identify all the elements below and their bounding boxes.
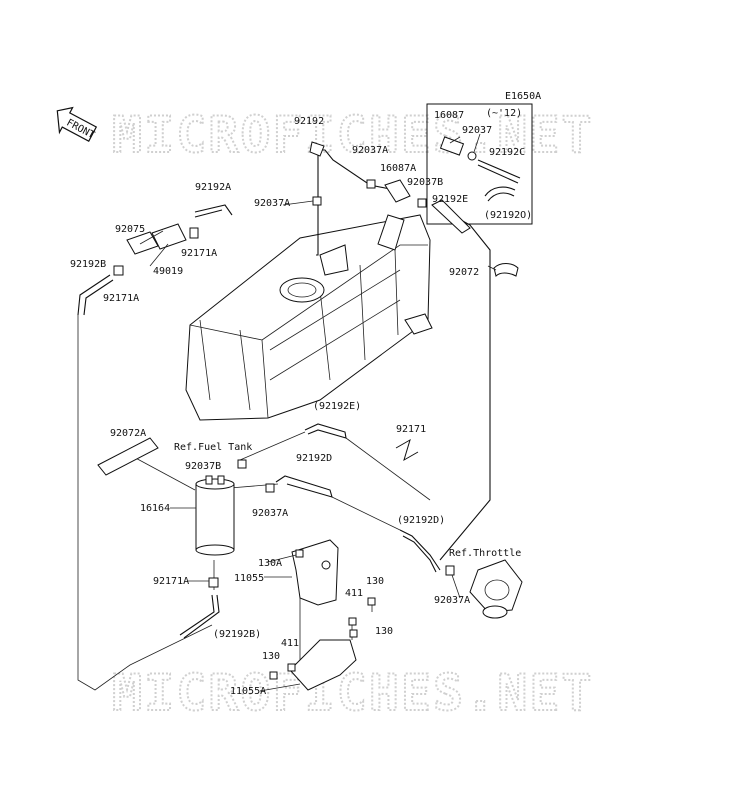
hose-92192b-upper <box>77 274 114 316</box>
clamp-92171a-low-icon <box>208 577 219 588</box>
label-130-b: 130 <box>375 626 393 637</box>
hose-92192e-right <box>435 205 491 561</box>
filter-49019-icon <box>151 223 187 250</box>
line-92192e-throttle <box>345 437 431 501</box>
inset-hose-92192o <box>484 186 516 202</box>
tank-mount-bracket <box>404 313 433 335</box>
bolt-130a-icon <box>321 560 331 570</box>
label-11055: 11055 <box>234 573 264 584</box>
label-92037a-right: 92037A <box>434 595 470 606</box>
label-ref-fuel-tank: Ref.Fuel Tank <box>174 442 252 453</box>
clamp-92037a-top-icon <box>366 179 376 189</box>
hose-92192b-long-line <box>77 315 213 691</box>
label-92192a: 92192A <box>195 182 231 193</box>
label-92192c: 92192C <box>489 147 525 158</box>
canister-16164 <box>195 475 235 556</box>
label-92192b-paren: (92192B) <box>213 629 261 640</box>
line-92192d-run <box>331 496 401 531</box>
label-92037a-mid: 92037A <box>252 508 288 519</box>
label-92037a-top: 92037A <box>352 145 388 156</box>
hose-92192d <box>275 475 333 498</box>
front-arrow-icon: FRONT <box>56 106 98 142</box>
clamp-92171a-left-icon <box>113 265 124 276</box>
clamp-92037a-left-icon <box>312 196 322 206</box>
hose-92192b-lower <box>179 594 220 639</box>
label-92192d-paren: (92192D) <box>397 515 445 526</box>
label-92192: 92192 <box>294 116 324 127</box>
part-labels: 92192 92037A 16087A 92037B 92192E 16087 … <box>70 110 525 697</box>
inset-hose-92192c <box>477 159 521 184</box>
strap-92072a-icon <box>97 437 159 476</box>
valve-16087a-icon <box>384 179 411 203</box>
brackets <box>269 539 376 691</box>
label-16164: 16164 <box>140 503 170 514</box>
hose-92192e-top-icon <box>431 199 471 234</box>
clamp-92072-icon <box>493 263 519 277</box>
clamp-92037a-mid-icon <box>265 483 275 493</box>
bolt-130-a-icon <box>367 597 376 606</box>
label-92192e-top: 92192E <box>432 194 468 205</box>
label-11055a: 11055A <box>230 686 266 697</box>
inset-box: (~'12) (92192O) <box>426 103 533 225</box>
fuel-tank <box>185 214 433 421</box>
label-92037b-top: 92037B <box>407 177 443 188</box>
label-16087: 16087 <box>434 110 464 121</box>
leader-lines <box>139 133 497 692</box>
small-parts <box>97 141 519 588</box>
label-92037b-mid: 92037B <box>185 461 221 472</box>
line-92037b <box>239 431 306 461</box>
label-92192d: 92192D <box>296 453 332 464</box>
bolt-130-b-icon <box>349 629 358 638</box>
hose-92192e-mid <box>304 423 347 439</box>
nut-411-b-icon <box>287 663 296 672</box>
label-92075: 92075 <box>115 224 145 235</box>
clamp-92171a-mid-icon <box>189 227 199 239</box>
clamp-92037b-mid-icon <box>237 459 247 469</box>
inset-note: (~'12) <box>486 108 522 119</box>
hose-92192d-lower <box>399 529 441 573</box>
inset-clamp-icon <box>467 151 477 161</box>
label-92171: 92171 <box>396 424 426 435</box>
label-16087a: 16087A <box>380 163 416 174</box>
bolt-130a-head-icon <box>295 549 304 558</box>
label-92037a-left: 92037A <box>254 198 290 209</box>
label-92171a-mid: 92171A <box>181 248 217 259</box>
throttle-body <box>469 559 523 619</box>
label-92072a: 92072A <box>110 428 146 439</box>
watermark-bottom: MICROFICHES.NET <box>112 664 594 722</box>
diagram-code: E1650A <box>505 91 541 102</box>
label-411-b: 411 <box>281 638 299 649</box>
bracket-11055a <box>289 639 357 691</box>
nut-411-a-icon <box>348 617 357 626</box>
spring-92171-icon <box>395 438 419 462</box>
tank-top-fitting <box>319 244 349 276</box>
label-92171a-low: 92171A <box>153 576 189 587</box>
label-130a: 130A <box>258 558 282 569</box>
label-130-a: 130 <box>366 576 384 587</box>
label-92192e-paren: (92192E) <box>313 401 361 412</box>
label-130-c: 130 <box>262 651 280 662</box>
watermark-top: MICROFICHES.NET <box>112 106 594 164</box>
hose-92192a <box>194 204 233 218</box>
elbow-fitting-icon <box>309 141 325 157</box>
tank-vent-neck <box>377 214 405 251</box>
label-92037-inset: 92037 <box>462 125 492 136</box>
bolt-130-c-icon <box>269 671 278 680</box>
clamp-92037b-icon <box>417 198 427 208</box>
clamp-92037a-right-icon <box>445 565 455 576</box>
inset-bottom-label: (92192O) <box>484 210 532 221</box>
hose-92192-vertical <box>316 145 319 256</box>
tank-filler-opening <box>279 277 325 303</box>
label-92192b: 92192B <box>70 259 106 270</box>
label-49019: 49019 <box>153 266 183 277</box>
label-411-a: 411 <box>345 588 363 599</box>
label-92171a-left: 92171A <box>103 293 139 304</box>
line-92072a <box>129 454 196 491</box>
label-ref-throttle: Ref.Throttle <box>449 548 521 559</box>
label-92072: 92072 <box>449 267 479 278</box>
